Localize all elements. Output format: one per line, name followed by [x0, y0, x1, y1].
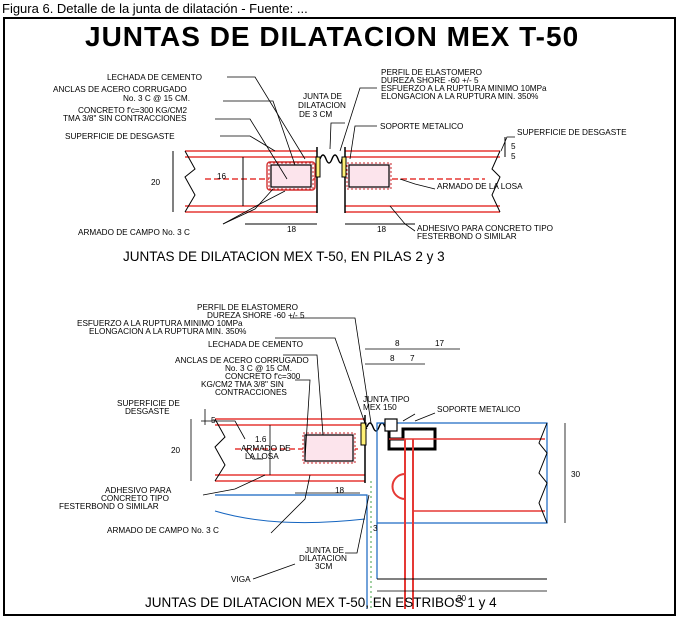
top-dim-18b: 18 — [377, 225, 387, 234]
top-label-perfil-1: PERFIL DE ELASTOMERO — [381, 68, 482, 77]
bottom-label-superficie-2: DESGASTE — [125, 407, 170, 416]
top-label-armado-campo: ARMADO DE CAMPO No. 3 C — [78, 228, 190, 237]
abutment — [376, 418, 548, 609]
bottom-anchor-box — [304, 434, 354, 462]
viga-outline — [215, 494, 368, 609]
bottom-label-lechada: LECHADA DE CEMENTO — [208, 340, 303, 349]
bottom-dim-17: 17 — [435, 339, 445, 348]
top-label-junta-2: DILATACION — [298, 101, 346, 110]
top-label-perfil-4: ELONGACION A LA RUPTURA MIN. 350% — [381, 92, 538, 101]
top-label-perfil-2: DUREZA SHORE -60 +/- 5 — [381, 76, 479, 85]
bottom-subtitle: JUNTAS DE DILATACION MEX T-50, EN ESTRIB… — [145, 595, 497, 610]
bottom-label-perfil-2: DUREZA SHORE -60 +/- 5 — [207, 311, 305, 320]
bottom-label-adhesivo-1: ADHESIVO PARA — [105, 486, 172, 495]
bottom-label-junta-tipo-1: JUNTA TIPO — [363, 395, 410, 404]
right-anchor-box — [348, 164, 390, 188]
viga-curve — [214, 510, 366, 524]
top-label-anclas-2: No. 3 C @ 15 CM. — [123, 94, 190, 103]
top-dim-20: 20 — [151, 178, 161, 187]
top-label-junta-3: DE 3 CM — [299, 110, 332, 119]
bottom-label-viga: VIGA — [231, 575, 251, 584]
top-subtitle: JUNTAS DE DILATACION MEX T-50, EN PILAS … — [123, 249, 445, 264]
bottom-left-support — [360, 422, 367, 446]
bottom-label-anclas-1: ANCLAS DE ACERO CORRUGADO — [175, 356, 309, 365]
bottom-label-perfil-3: ESFUERZO A LA RUPTURA MINIMO 10MPa — [77, 319, 243, 328]
top-label-anclas-1: ANCLAS DE ACERO CORRUGADO — [53, 85, 187, 94]
right-concrete-block — [346, 162, 392, 190]
top-label-concreto-1: CONCRETO f'c=300 KG/CM2 — [78, 106, 187, 115]
top-label-armado-losa: ARMADO DE LA LOSA — [437, 182, 523, 191]
top-leaders — [215, 76, 515, 232]
bottom-label-concreto-2: KG/CM2 TMA 3/8" SIN — [201, 380, 284, 389]
left-slab — [185, 150, 317, 213]
bottom-label-adhesivo-3: FESTERBOND O SIMILAR — [59, 502, 159, 511]
bottom-dim-30-vertical: 30 — [571, 470, 581, 479]
top-label-lechada: LECHADA DE CEMENTO — [107, 73, 202, 82]
bottom-elastomer-profile — [366, 422, 386, 432]
top-left-support — [315, 156, 321, 178]
top-dim-18a: 18 — [287, 225, 297, 234]
bottom-leaders — [201, 317, 436, 580]
top-detail: LECHADA DE CEMENTO ANCLAS DE ACERO CORRU… — [53, 68, 627, 264]
top-label-superficie: SUPERFICIE DE DESGASTE — [65, 132, 175, 141]
top-label-perfil-3: ESFUERZO A LA RUPTURA MINIMO 10MPa — [381, 84, 547, 93]
bottom-label-adhesivo-2: CONCRETO TIPO — [101, 494, 169, 503]
joint-drawing: JUNTAS DE DILATACION MEX T-50 — [53, 21, 627, 610]
bottom-label-armado-losa-2: LA LOSA — [245, 452, 279, 461]
bottom-dim-8a: 8 — [395, 339, 400, 348]
bottom-concrete-block — [302, 432, 356, 464]
bottom-label-junta-dil-1: JUNTA DE — [305, 546, 345, 555]
top-dim-5b: 5 — [511, 152, 516, 161]
bottom-label-junta-dil-2: DILATACION — [299, 554, 347, 563]
top-label-adhesivo-1: ADHESIVO PARA CONCRETO TIPO — [417, 224, 553, 233]
bottom-left-break — [214, 418, 226, 482]
drawing-title: JUNTAS DE DILATACION MEX T-50 — [85, 21, 579, 52]
bottom-dim-20: 20 — [171, 446, 181, 455]
bottom-label-superficie-1: SUPERFICIE DE — [117, 399, 180, 408]
top-label-superficie-right: SUPERFICIE DE DESGASTE — [517, 128, 627, 137]
bottom-label-armado-losa-1: ARMADO DE — [241, 444, 291, 453]
figure-caption: Figura 6. Detalle de la junta de dilatac… — [2, 1, 308, 16]
bottom-label-armado-campo: ARMADO DE CAMPO No. 3 C — [107, 526, 219, 535]
left-anchor-box — [270, 164, 312, 188]
bottom-label-concreto-3: CONTRACCIONES — [215, 388, 287, 397]
left-break-line — [184, 150, 196, 213]
bottom-label-concreto-1: CONCRETO f'c=300 — [225, 372, 301, 381]
bottom-label-junta-tipo-2: MEX 150 — [363, 403, 397, 412]
drawing-frame: JUNTAS DE DILATACION MEX T-50 — [3, 17, 676, 616]
bottom-dim-30-horizontal: 30 — [457, 594, 467, 603]
bottom-dim-16: 1.6 — [255, 435, 267, 444]
bottom-dim-3: 3 — [373, 524, 378, 533]
bottom-label-perfil-1: PERFIL DE ELASTOMERO — [197, 303, 298, 312]
top-dim-5a: 5 — [511, 142, 516, 151]
bottom-dim-18: 18 — [335, 486, 345, 495]
bottom-label-junta-dil-3: 3CM — [315, 562, 332, 571]
right-break-line — [491, 150, 501, 213]
bottom-label-perfil-4: ELONGACION A LA RUPTURA MIN. 350% — [89, 327, 246, 336]
top-dim-16: 16 — [217, 172, 227, 181]
bottom-label-soporte: SOPORTE METALICO — [437, 405, 520, 414]
top-right-support — [341, 156, 347, 178]
bottom-dimensions — [190, 348, 566, 592]
bottom-dim-5: 5 — [211, 416, 216, 425]
bottom-detail: PERFIL DE ELASTOMERO DUREZA SHORE -60 +/… — [59, 303, 581, 610]
bottom-dim-7: 7 — [410, 354, 415, 363]
top-label-soporte: SOPORTE METALICO — [380, 122, 463, 131]
top-label-adhesivo-2: FESTERBOND O SIMILAR — [417, 232, 517, 241]
bottom-label-anclas-2: No. 3 C @ 15 CM. — [225, 364, 292, 373]
left-concrete-block — [268, 162, 314, 190]
top-label-concreto-2: TMA 3/8" SIN CONTRACCIONES — [63, 114, 187, 123]
top-label-junta-1: JUNTA DE — [303, 92, 343, 101]
top-elastomer-profile — [319, 154, 343, 164]
bottom-dim-8b: 8 — [390, 354, 395, 363]
